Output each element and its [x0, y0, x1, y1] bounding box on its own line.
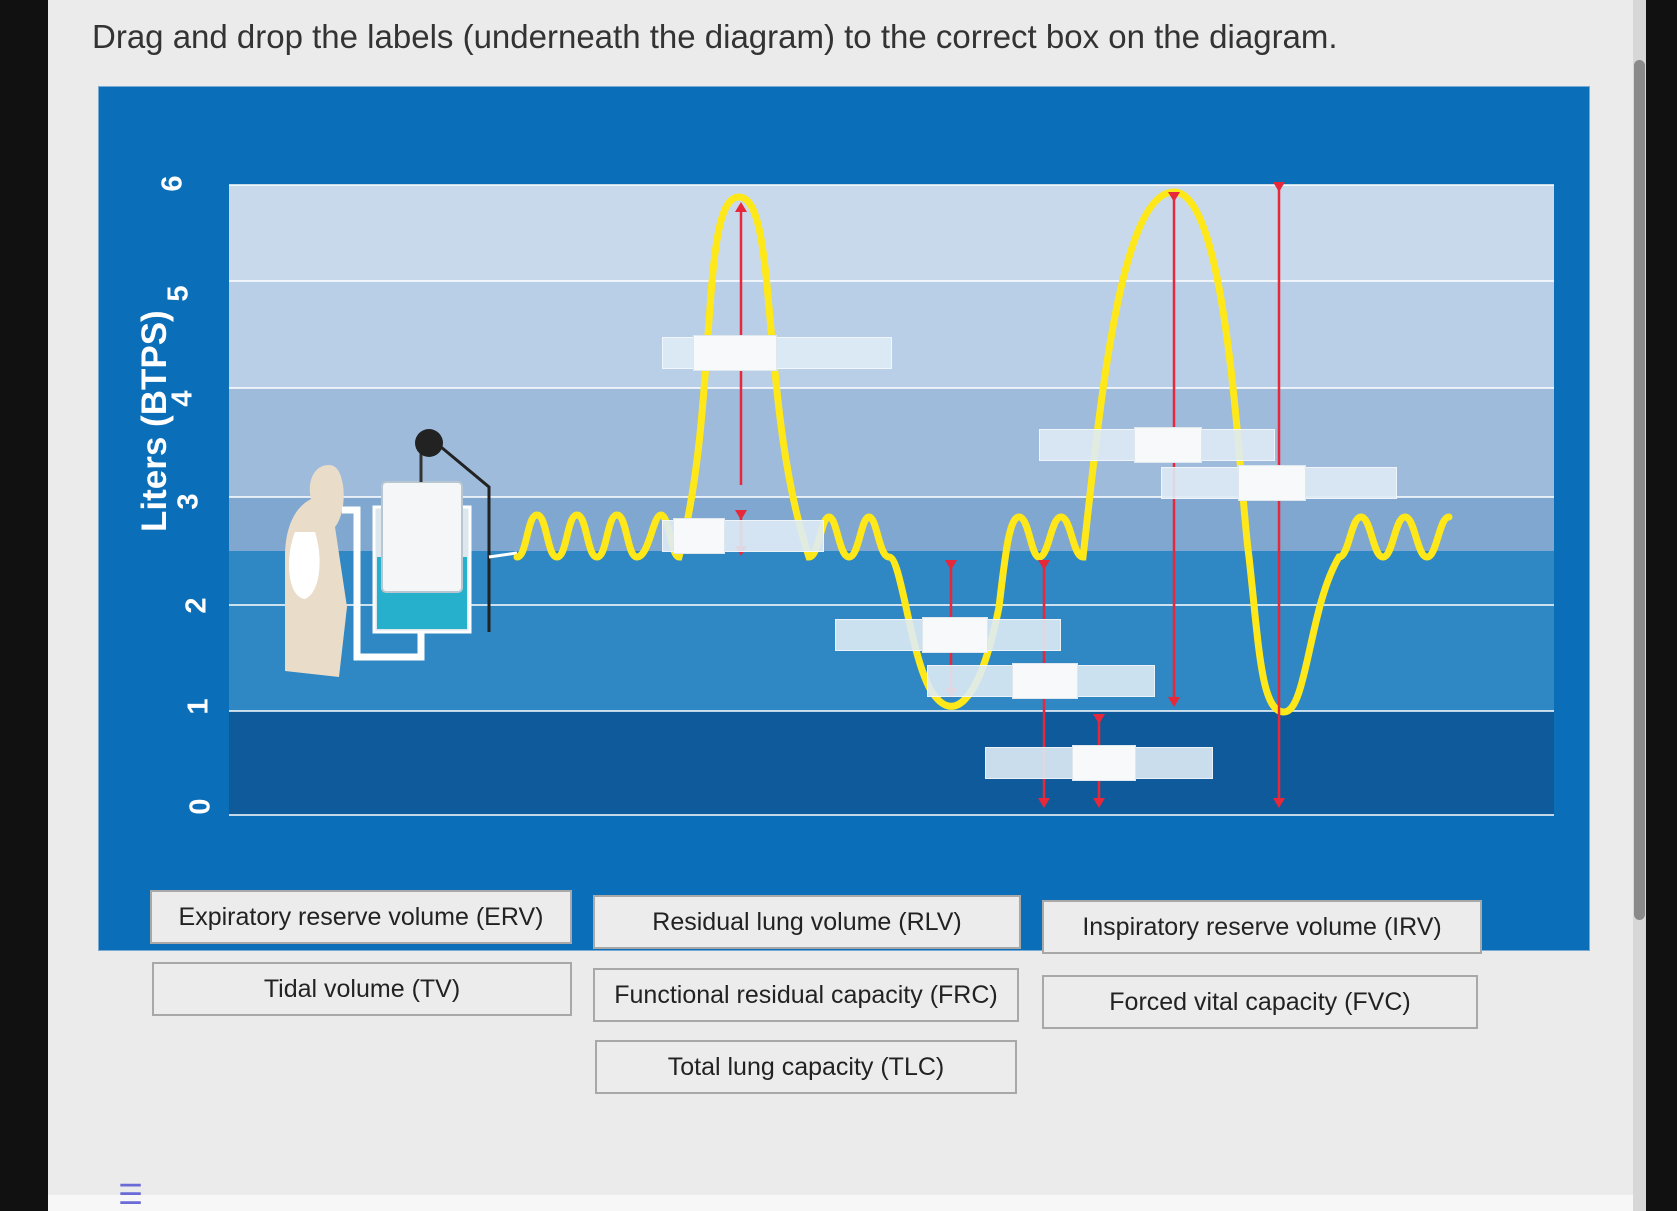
label-frc[interactable]: Functional residual capacity (FRC) — [593, 968, 1019, 1022]
drop-box-7[interactable] — [1161, 465, 1397, 501]
y-axis-label: Liters (BTPS) — [135, 310, 174, 532]
lung-volume-chart — [229, 182, 1554, 816]
y-axis-label-wrap: Liters (BTPS) — [135, 310, 175, 532]
drop-box-5[interactable] — [985, 745, 1213, 781]
label-irv[interactable]: Inspiratory reserve volume (IRV) — [1042, 900, 1482, 954]
band-5-6 — [229, 185, 1554, 281]
label-erv[interactable]: Expiratory reserve volume (ERV) — [150, 890, 572, 944]
band-4-5 — [229, 281, 1554, 388]
question-prompt: Drag and drop the labels (underneath the… — [92, 18, 1338, 55]
y-tick-5: 5 — [162, 285, 195, 302]
spirometry-trace — [513, 188, 1453, 716]
scrollbar-thumb[interactable] — [1634, 60, 1645, 920]
y-tick-1: 1 — [182, 698, 215, 715]
drop-box-4[interactable] — [927, 663, 1155, 699]
y-tick-4: 4 — [166, 390, 199, 407]
y-tick-6: 6 — [156, 175, 189, 192]
list-menu-icon[interactable]: ☰ — [118, 1179, 144, 1210]
label-tlc[interactable]: Total lung capacity (TLC) — [595, 1040, 1017, 1094]
label-tv[interactable]: Tidal volume (TV) — [152, 962, 572, 1016]
y-tick-0: 0 — [184, 798, 217, 815]
drop-box-2[interactable] — [662, 518, 824, 554]
y-tick-2: 2 — [180, 597, 213, 614]
label-rlv[interactable]: Residual lung volume (RLV) — [593, 895, 1021, 949]
drop-box-3[interactable] — [835, 617, 1061, 653]
quiz-screen: Drag and drop the labels (underneath the… — [48, 0, 1646, 1211]
drop-box-6[interactable] — [1039, 427, 1275, 463]
drop-box-1[interactable] — [662, 335, 892, 371]
band-rv — [229, 711, 1554, 815]
person-silhouette — [285, 465, 347, 677]
label-fvc[interactable]: Forced vital capacity (FVC) — [1042, 975, 1478, 1029]
y-tick-3: 3 — [172, 493, 205, 510]
spirometer-apparatus — [342, 429, 518, 661]
bottom-strip — [48, 1195, 1633, 1211]
spirometer-diagram: Liters (BTPS) 0 1 2 3 4 5 6 — [98, 86, 1590, 951]
